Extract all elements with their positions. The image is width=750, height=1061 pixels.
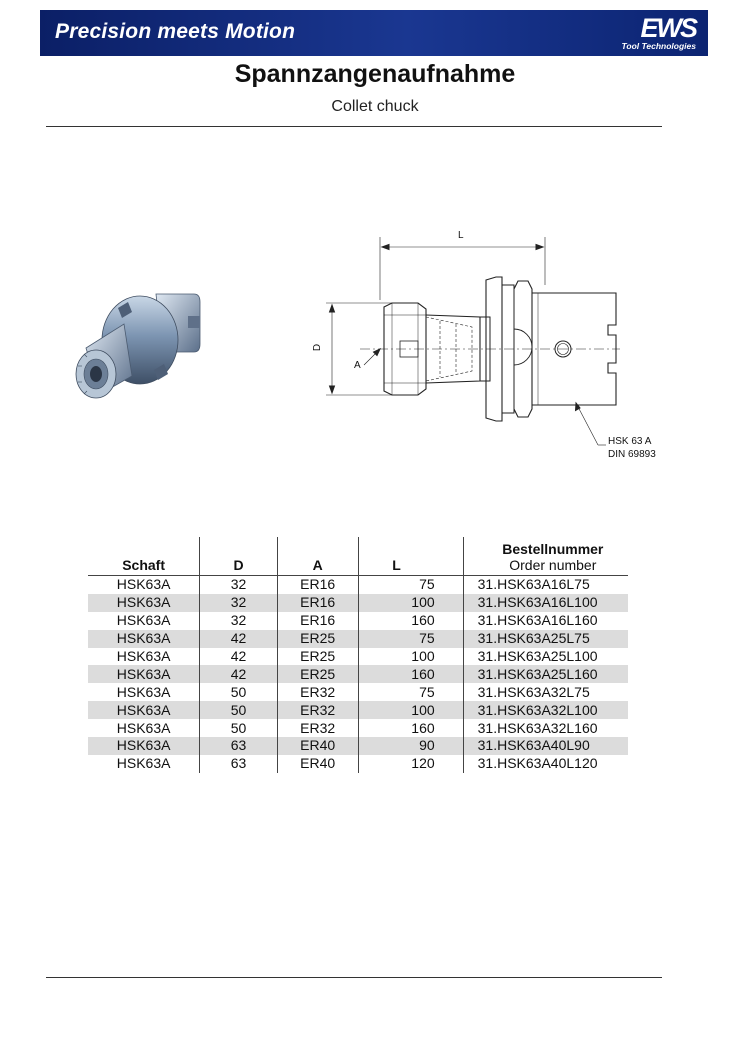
cell-order-number: 31.HSK63A16L75	[477, 576, 590, 593]
footer-divider	[46, 977, 662, 978]
cell-d: 42	[199, 647, 278, 666]
header-order-de: Bestellnummer	[502, 541, 604, 557]
slogan: Precision meets Motion	[55, 20, 296, 43]
cell-a: ER40	[277, 737, 359, 755]
cell-shaft: HSK63A	[88, 629, 201, 648]
shank-standard-label: HSK 63 A	[608, 436, 652, 447]
cell-d: 42	[199, 665, 278, 684]
cell-a: ER16	[277, 575, 359, 594]
cell-a: ER32	[277, 683, 359, 702]
cell-a: ER16	[277, 593, 359, 612]
table-header-row: Schaft D A L Bestellnummer Order number	[88, 537, 628, 576]
cell-d: 63	[199, 737, 278, 755]
cell-d: 32	[199, 593, 278, 612]
cell-shaft: HSK63A	[88, 719, 201, 738]
cell-l: 100	[358, 593, 464, 612]
header-shaft: Schaft	[88, 537, 201, 576]
cell-a: ER40	[277, 754, 359, 773]
cell-shaft: HSK63A	[88, 683, 201, 702]
cell-shaft: HSK63A	[88, 647, 201, 666]
header-order-en: Order number	[509, 557, 597, 573]
cell-l: 160	[358, 665, 464, 684]
cell-shaft: HSK63A	[88, 701, 201, 720]
header-l: L	[358, 537, 464, 576]
cell-order-number: 31.HSK63A25L160	[463, 665, 628, 684]
spec-table: Schaft D A L Bestellnummer Order number …	[88, 537, 628, 773]
product-photo	[75, 293, 201, 399]
cell-a: ER32	[277, 719, 359, 738]
cell-l: 75	[358, 683, 464, 702]
cell-a: ER16	[277, 611, 359, 630]
cell-l: 75	[358, 629, 464, 648]
title-divider	[46, 126, 662, 127]
cell-order-number: 31.HSK63A40L120	[477, 755, 598, 772]
cell-order-number: 31.HSK63A25L100	[477, 648, 598, 664]
cell-a: ER25	[277, 629, 359, 648]
cell-shaft: HSK63A	[88, 737, 201, 755]
cell-shaft: HSK63A	[88, 665, 201, 684]
cell-shaft: HSK63A	[88, 754, 201, 773]
dimension-a-label: A	[354, 360, 361, 371]
ews-logo: EWS Tool Technologies	[610, 13, 698, 54]
cell-d: 50	[199, 719, 278, 738]
logo-mark: EWS	[640, 13, 697, 43]
cell-order-number: 31.HSK63A40L90	[463, 737, 628, 755]
dimension-l-label: L	[458, 230, 464, 241]
dimension-d-label: D	[312, 343, 324, 352]
page-title: Spannzangenaufnahme	[234, 60, 516, 88]
shank-din-label: DIN 69893	[608, 449, 656, 460]
cell-d: 50	[199, 701, 278, 720]
header-a: A	[277, 537, 359, 576]
cell-l: 160	[358, 611, 464, 630]
logo-tagline: Tool Technologies	[621, 41, 696, 51]
cell-a: ER25	[277, 665, 359, 684]
header-d: D	[199, 537, 278, 576]
cell-l: 100	[358, 701, 464, 720]
cell-a: ER32	[277, 701, 359, 720]
cell-d: 32	[199, 575, 278, 594]
header-order: Bestellnummer Order number	[463, 537, 628, 576]
cell-order-number: 31.HSK63A25L75	[463, 629, 628, 648]
cell-d: 63	[199, 754, 278, 773]
cell-l: 100	[358, 647, 464, 666]
cell-a: ER25	[277, 647, 359, 666]
cell-d: 42	[199, 629, 278, 648]
technical-drawing	[326, 237, 620, 446]
cell-d: 32	[199, 611, 278, 630]
header-banner: Precision meets Motion EWS Tool Technolo…	[40, 10, 708, 56]
cell-shaft: HSK63A	[88, 593, 201, 612]
page-subtitle: Collet chuck	[331, 98, 419, 115]
cell-order-number: 31.HSK63A32L160	[477, 719, 598, 736]
cell-l: 160	[358, 719, 464, 738]
cell-order-number: 31.HSK63A32L100	[463, 701, 628, 720]
cell-l: 90	[358, 737, 464, 755]
cell-order-number: 31.HSK63A16L100	[463, 593, 628, 612]
cell-shaft: HSK63A	[88, 611, 201, 630]
cell-shaft: HSK63A	[88, 575, 201, 594]
cell-order-number: 31.HSK63A16L160	[477, 612, 598, 629]
cell-l: 120	[358, 754, 464, 773]
cell-l: 75	[358, 575, 464, 594]
cell-order-number: 31.HSK63A32L75	[477, 683, 590, 700]
cell-d: 50	[199, 683, 278, 702]
